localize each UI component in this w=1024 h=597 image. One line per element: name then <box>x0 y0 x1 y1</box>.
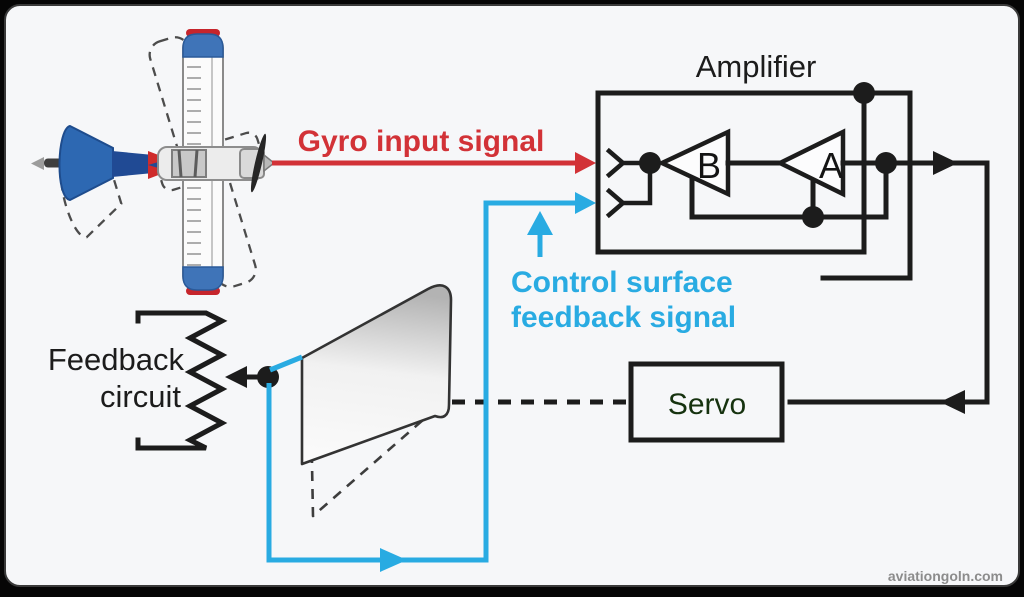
amplifier-box <box>595 90 867 255</box>
aircraft-canopy <box>171 149 207 178</box>
feedback-signal-label-line2: feedback signal <box>511 301 736 334</box>
feedback-circuit-label-line2: circuit <box>100 379 181 414</box>
amp-input-connector-gyro <box>605 147 642 179</box>
servo-input-arrowhead <box>940 390 965 414</box>
output-right-arrowhead <box>933 151 958 175</box>
watermark: aviationgoln.com <box>888 568 1003 584</box>
feedback-input-arrowhead <box>575 192 596 214</box>
amp-stage-a-label: A <box>819 145 843 186</box>
feedback-label-pointer-arrow <box>527 211 553 235</box>
amplifier-outer-wiring <box>820 90 913 281</box>
feedback-path-arrowhead <box>380 548 407 572</box>
surface-pickoff-node-dot <box>257 366 279 388</box>
aircraft-fin-tip <box>31 157 44 170</box>
resistor-symbol <box>135 310 228 451</box>
feedback-node-dot <box>802 206 824 228</box>
amplifier-label: Amplifier <box>696 49 817 84</box>
amp-stage-b-label: B <box>697 145 721 186</box>
gyro-signal-arrowhead <box>575 152 596 174</box>
wiper-arrowhead <box>225 366 247 388</box>
feedback-circuit-label-line1: Feedback <box>48 342 185 377</box>
aircraft-tail <box>58 124 114 202</box>
servo-box <box>628 361 785 443</box>
aircraft-illustration <box>31 29 276 295</box>
top-node-dot <box>853 82 875 104</box>
output-node-dot <box>875 152 897 174</box>
aircraft-propeller <box>250 133 267 193</box>
feedback-signal-label-line1: Control surface <box>511 266 733 299</box>
input-node-dot <box>639 152 661 174</box>
amp-input-connector-feedback <box>605 171 653 219</box>
control-surface-illustration <box>300 284 453 466</box>
gyro-signal-label: Gyro input signal <box>298 125 545 158</box>
feedback-signal-path <box>266 200 577 563</box>
servo-label: Servo <box>668 388 746 421</box>
amp-output-path <box>787 160 990 405</box>
